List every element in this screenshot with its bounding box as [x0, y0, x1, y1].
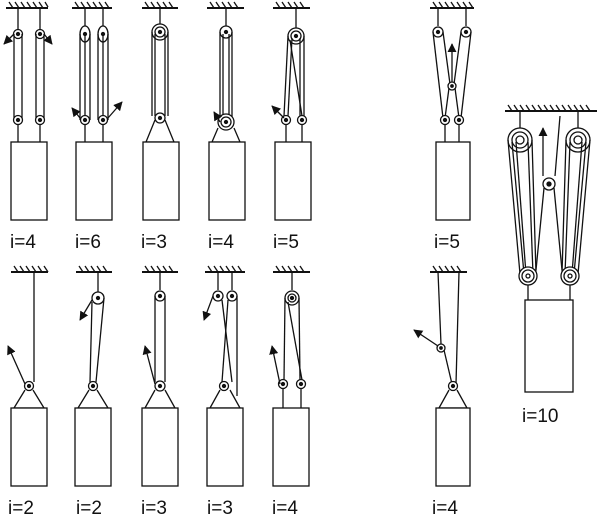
- pulley-system-bottom-5: [269, 265, 310, 487]
- label-top-1: i=4: [10, 232, 36, 253]
- label-bottom-6: i=4: [432, 498, 458, 519]
- pulley-system-top-2: [71, 1, 123, 221]
- pulley-system-bottom-2: [74, 265, 112, 487]
- label-bottom-4: i=3: [207, 498, 233, 519]
- pulley-system-top-3: [142, 1, 180, 221]
- label-bottom-3: i=3: [141, 498, 167, 519]
- pulley-system-top-6: [430, 1, 474, 221]
- label-bottom-5: i=4: [272, 498, 298, 519]
- pulley-system-top-5: [271, 1, 312, 221]
- pulley-system-top-4: [207, 1, 246, 221]
- label-top-2: i=6: [75, 232, 101, 253]
- pulley-system-large: [505, 104, 597, 393]
- pulley-system-top-1: [3, 1, 53, 221]
- label-top-5: i=5: [273, 232, 299, 253]
- label-bottom-2: i=2: [76, 498, 102, 519]
- label-bottom-1: i=2: [8, 498, 34, 519]
- pulley-system-bottom-4: [202, 265, 245, 487]
- pulley-system-bottom-6: [413, 265, 471, 487]
- pulley-system-bottom-1: [7, 265, 49, 487]
- label-top-3: i=3: [141, 232, 167, 253]
- label-large: i=10: [522, 406, 558, 427]
- label-top-4: i=4: [208, 232, 234, 253]
- pulley-system-bottom-3: [141, 265, 179, 487]
- label-top-6: i=5: [434, 232, 460, 253]
